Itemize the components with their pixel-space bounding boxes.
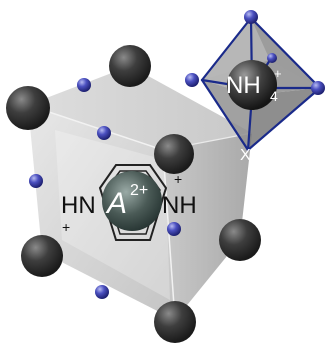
cube-edge	[27, 104, 164, 151]
bond-line	[246, 86, 322, 152]
small-atom	[167, 222, 181, 236]
x-site-label: X	[240, 147, 251, 164]
large-atom	[6, 86, 50, 130]
ammonium-subscript: 4	[270, 88, 278, 104]
small-atom	[29, 174, 43, 188]
ring-outline	[98, 164, 168, 241]
cube-edge	[162, 149, 176, 321]
cube-front-face	[28, 105, 175, 320]
large-atoms	[6, 45, 261, 343]
large-atom	[219, 219, 261, 261]
ring-inner-outline	[105, 170, 161, 235]
small-atom	[95, 285, 109, 299]
small-atom	[77, 78, 91, 92]
large-atom	[109, 45, 151, 87]
large-atom	[154, 134, 194, 174]
right-amine-label: NH	[162, 192, 197, 219]
right-amine-charge: +	[174, 171, 182, 187]
x-atom	[185, 73, 199, 87]
left-amine-charge: +	[62, 219, 70, 235]
ammonium-charge: +	[274, 66, 282, 81]
x-atom	[311, 81, 325, 95]
x-atom	[267, 53, 277, 63]
small-atoms	[29, 78, 181, 299]
x-atom	[244, 10, 258, 24]
bond-line	[249, 16, 322, 90]
bond-line	[200, 16, 253, 82]
cube-side-face	[163, 133, 252, 320]
large-atom	[154, 301, 196, 343]
ammonium-octahedron: NH 4 + X	[185, 10, 325, 164]
left-amine-label: HN	[61, 192, 96, 219]
cation-charge: 2+	[130, 182, 148, 199]
bond-line	[200, 78, 250, 152]
central-cation-atom	[102, 171, 162, 231]
ammonium-label: NH	[226, 72, 261, 99]
cation-letter: A	[105, 187, 127, 220]
small-atom	[97, 126, 111, 140]
large-atom	[21, 235, 63, 277]
ammonium-atom	[227, 60, 277, 110]
central-cation: A 2+ HN + NH +	[61, 164, 197, 241]
